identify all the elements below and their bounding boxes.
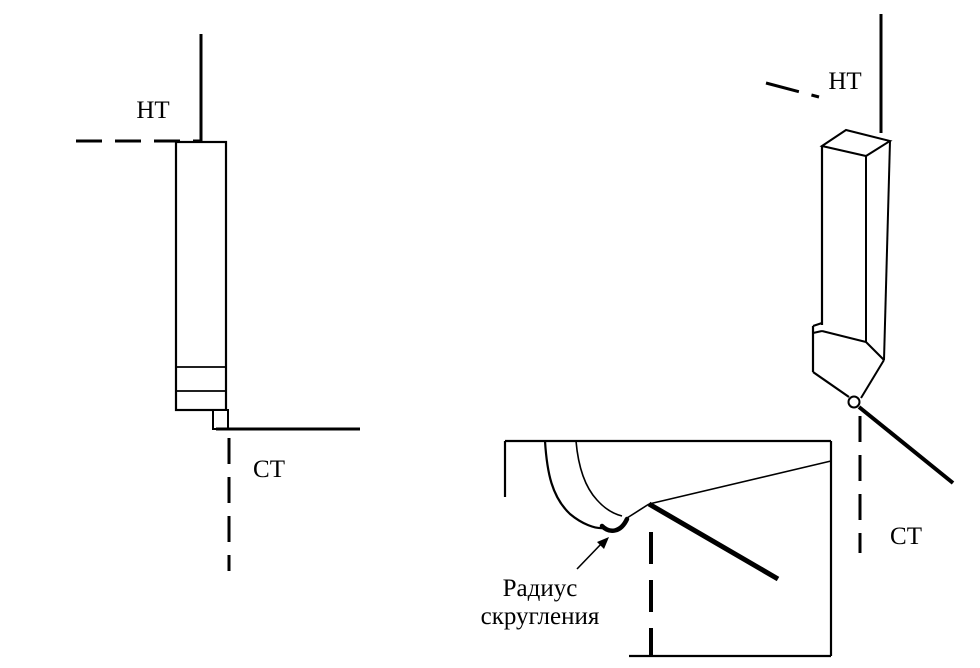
right-tool-ledge-mid bbox=[812, 330, 823, 334]
detail-surface-thin-line bbox=[648, 460, 832, 505]
left-tool-shank bbox=[174, 140, 228, 412]
right-tool-ledge-top bbox=[812, 322, 823, 327]
detail-cut-surface-thick-line bbox=[647, 501, 780, 582]
right-tool-tip-bottom-edge bbox=[812, 371, 850, 398]
detail-edge-to-vertex bbox=[626, 503, 650, 519]
right-tool-front-bottom-edge bbox=[821, 330, 867, 343]
right-ct-label: СТ bbox=[890, 523, 922, 550]
right-nt-label: НТ bbox=[828, 68, 861, 95]
right-nt-dashed-line bbox=[765, 81, 820, 99]
left-ct-label: СТ bbox=[253, 456, 285, 483]
left-nt-label: НТ bbox=[136, 97, 169, 124]
left-tool-side-view: НТ СТ bbox=[76, 34, 360, 571]
right-tool-back-right-edge bbox=[883, 140, 891, 361]
radius-label-line1: Радиус bbox=[503, 575, 578, 602]
right-tool-facet-edge-a bbox=[865, 341, 885, 361]
radius-callout-arrow-line bbox=[576, 541, 604, 570]
right-cutting-edge-line bbox=[857, 405, 955, 485]
detail-flank-outer-curve bbox=[543, 440, 605, 530]
radius-callout-arrowhead-icon bbox=[597, 537, 609, 549]
right-tool-facet-edge-b bbox=[860, 359, 885, 399]
nose-radius-detail-view: Радиус скругления bbox=[481, 439, 833, 658]
left-tool-nose-tip bbox=[212, 409, 229, 430]
right-tool-nose-radius-circle bbox=[847, 395, 861, 409]
right-tool-top-face bbox=[819, 128, 893, 158]
detail-nose-radius-arc bbox=[599, 516, 630, 533]
right-tool-perspective-view: НТ СТ bbox=[765, 14, 955, 553]
radius-label-line2: скругления bbox=[481, 603, 600, 630]
detail-flank-inner-curve bbox=[575, 440, 623, 517]
